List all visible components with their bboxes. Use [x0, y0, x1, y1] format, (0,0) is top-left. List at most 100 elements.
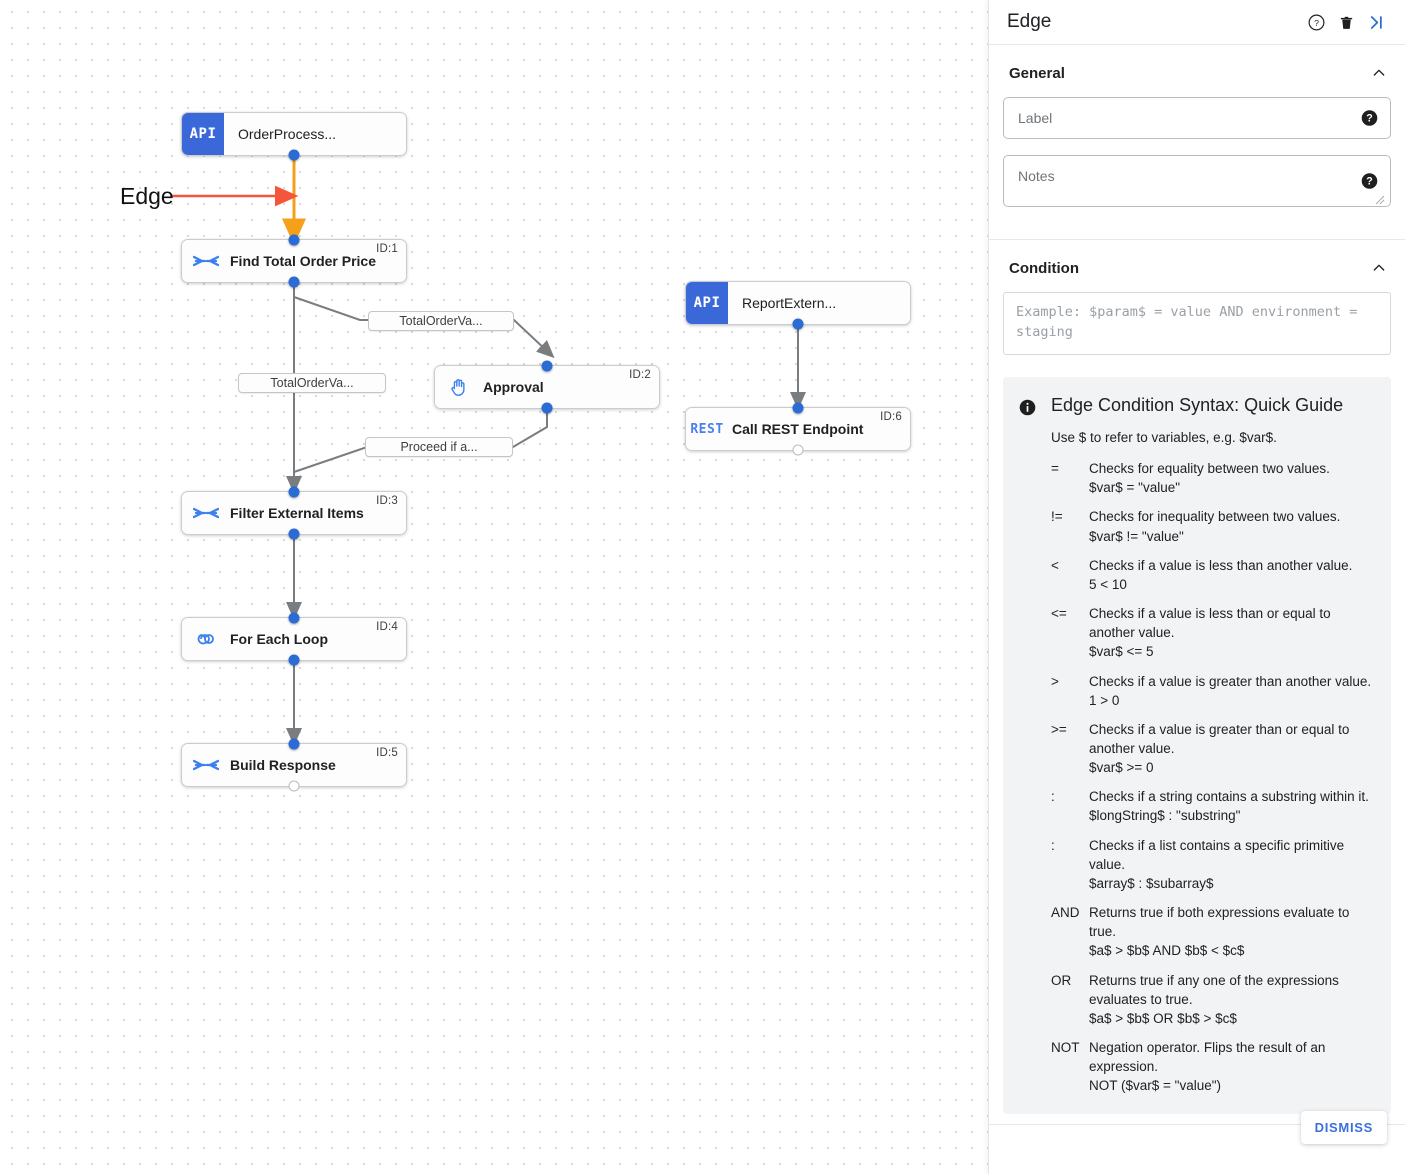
- node-output-port[interactable]: [288, 149, 300, 161]
- panel-body: General Label ?: [989, 45, 1405, 1124]
- node-output-port[interactable]: [541, 402, 553, 414]
- guide-row: >= Checks if a value is greater than or …: [1051, 720, 1375, 777]
- guide-operator: <=: [1051, 606, 1067, 622]
- node-title: Call REST Endpoint: [732, 421, 864, 437]
- edge-label[interactable]: TotalOrderVa...: [238, 373, 386, 393]
- guide-description: Checks if a string contains a substring …: [1089, 789, 1369, 805]
- node-output-port[interactable]: [288, 780, 300, 792]
- condition-section-header[interactable]: Condition: [1003, 258, 1391, 278]
- merge-arrows-icon: [182, 757, 230, 773]
- panel-title: Edge: [1007, 11, 1052, 32]
- guide-description: Checks if a value is less than or equal …: [1089, 606, 1331, 641]
- node-input-port[interactable]: [288, 612, 300, 624]
- guide-operator: :: [1051, 789, 1055, 805]
- guide-description: Checks for inequality between two values…: [1089, 509, 1341, 525]
- node-output-port[interactable]: [288, 276, 300, 288]
- annotation-label: Edge: [120, 183, 174, 209]
- api-badge-icon: API: [686, 282, 728, 324]
- help-tooltip-icon[interactable]: ?: [1361, 110, 1378, 127]
- node-title: Approval: [483, 379, 544, 395]
- guide-row: != Checks for inequality between two val…: [1051, 507, 1375, 545]
- guide-example: $longString$ : "substring": [1089, 808, 1241, 824]
- guide-row: NOT Negation operator. Flips the result …: [1051, 1038, 1375, 1095]
- guide-example: 5 < 10: [1089, 576, 1127, 592]
- node-output-port[interactable]: [288, 654, 300, 666]
- edge-label[interactable]: TotalOrderVa...: [368, 311, 514, 331]
- node-output-port[interactable]: [288, 528, 300, 540]
- guide-example: $var$ >= 0: [1089, 760, 1154, 776]
- node-title: ReportExtern...: [742, 295, 837, 311]
- guide-description: Returns true if both expressions evaluat…: [1089, 905, 1350, 940]
- node-output-port[interactable]: [792, 444, 804, 456]
- guide-subtitle: Use $ to refer to variables, e.g. $var$.: [1051, 430, 1277, 446]
- guide-operator: >: [1051, 673, 1059, 689]
- infinity-icon: [182, 631, 230, 647]
- resize-handle-icon[interactable]: [1375, 192, 1385, 205]
- node-id-tag: ID:1: [376, 243, 398, 255]
- guide-description: Checks if a list contains a specific pri…: [1089, 837, 1345, 872]
- chevron-up-icon[interactable]: [1369, 63, 1389, 83]
- guide-description: Checks if a value is greater than anothe…: [1089, 673, 1372, 689]
- guide-description: Checks if a value is less than another v…: [1089, 557, 1353, 573]
- node-approval[interactable]: Approval ID:2: [434, 360, 660, 414]
- edge-label[interactable]: Proceed if a...: [365, 437, 513, 457]
- label-field[interactable]: Label ?: [1003, 97, 1391, 139]
- node-id-tag: ID:4: [376, 621, 398, 633]
- notes-field[interactable]: Notes ?: [1003, 155, 1391, 207]
- guide-description: Checks for equality between two values.: [1089, 461, 1330, 477]
- hand-icon: [435, 376, 483, 398]
- guide-description: Checks if a value is greater than or equ…: [1089, 721, 1350, 756]
- section-divider: [989, 239, 1405, 240]
- guide-example: 1 > 0: [1089, 692, 1120, 708]
- node-input-port[interactable]: [541, 360, 553, 372]
- chevron-up-icon[interactable]: [1369, 258, 1389, 278]
- node-input-port[interactable]: [792, 402, 804, 414]
- svg-text:?: ?: [1366, 113, 1372, 125]
- guide-example: $var$ = "value": [1089, 480, 1181, 496]
- guide-example: $array$ : $subarray$: [1089, 875, 1214, 891]
- condition-input[interactable]: Example: $param$ = value AND environment…: [1003, 292, 1391, 356]
- guide-row: : Checks if a list contains a specific p…: [1051, 836, 1375, 893]
- node-input-port[interactable]: [288, 738, 300, 750]
- node-output-port[interactable]: [792, 318, 804, 330]
- rest-badge-icon: REST: [686, 408, 728, 450]
- node-input-port[interactable]: [288, 234, 300, 246]
- node-title: Build Response: [230, 757, 336, 773]
- guide-row: <= Checks if a value is less than or equ…: [1051, 604, 1375, 661]
- general-section: General Label ?: [989, 45, 1405, 239]
- node-title: OrderProcess...: [238, 126, 337, 142]
- node-input-port[interactable]: [288, 486, 300, 498]
- merge-arrows-icon: [182, 505, 230, 521]
- guide-row: > Checks if a value is greater than anot…: [1051, 672, 1375, 710]
- notes-field-placeholder: Notes: [1018, 168, 1055, 184]
- guide-operator: :: [1051, 837, 1055, 853]
- guide-description: Negation operator. Flips the result of a…: [1089, 1040, 1326, 1075]
- help-tooltip-icon[interactable]: ?: [1361, 173, 1378, 190]
- node-title: For Each Loop: [230, 631, 328, 647]
- svg-text:?: ?: [1366, 176, 1372, 188]
- node-id-tag: ID:3: [376, 495, 398, 507]
- node-find-total-order-price[interactable]: Find Total Order Price ID:1: [181, 234, 407, 288]
- node-orderprocess[interactable]: API OrderProcess...: [181, 112, 407, 161]
- guide-example: NOT ($var$ = "value"): [1089, 1078, 1222, 1094]
- dismiss-button[interactable]: DISMISS: [1300, 1111, 1387, 1144]
- guide-operator: >=: [1051, 721, 1067, 737]
- flow-canvas[interactable]: Edge API OrderProcess... Find: [0, 0, 988, 1174]
- node-reportextern[interactable]: API ReportExtern...: [685, 281, 911, 330]
- panel-footer: DISMISS: [989, 1111, 1405, 1174]
- help-circle-icon[interactable]: ?: [1301, 7, 1331, 37]
- collapse-panel-icon[interactable]: [1361, 7, 1391, 37]
- panel-header: Edge ?: [989, 0, 1405, 45]
- node-build-response[interactable]: Build Response ID:5: [181, 738, 407, 792]
- node-id-tag: ID:2: [629, 369, 651, 381]
- general-section-header[interactable]: General: [1003, 63, 1391, 83]
- condition-section-title: Condition: [1009, 259, 1079, 277]
- node-filter-external-items[interactable]: Filter External Items ID:3: [181, 486, 407, 540]
- guide-row: : Checks if a string contains a substrin…: [1051, 787, 1375, 825]
- guide-operator: =: [1051, 461, 1059, 477]
- guide-description: Returns true if any one of the expressio…: [1089, 972, 1339, 1007]
- node-for-each-loop[interactable]: For Each Loop ID:4: [181, 612, 407, 666]
- node-call-rest-endpoint[interactable]: REST Call REST Endpoint ID:6: [685, 402, 911, 456]
- trash-icon[interactable]: [1331, 7, 1361, 37]
- svg-text:?: ?: [1314, 18, 1319, 28]
